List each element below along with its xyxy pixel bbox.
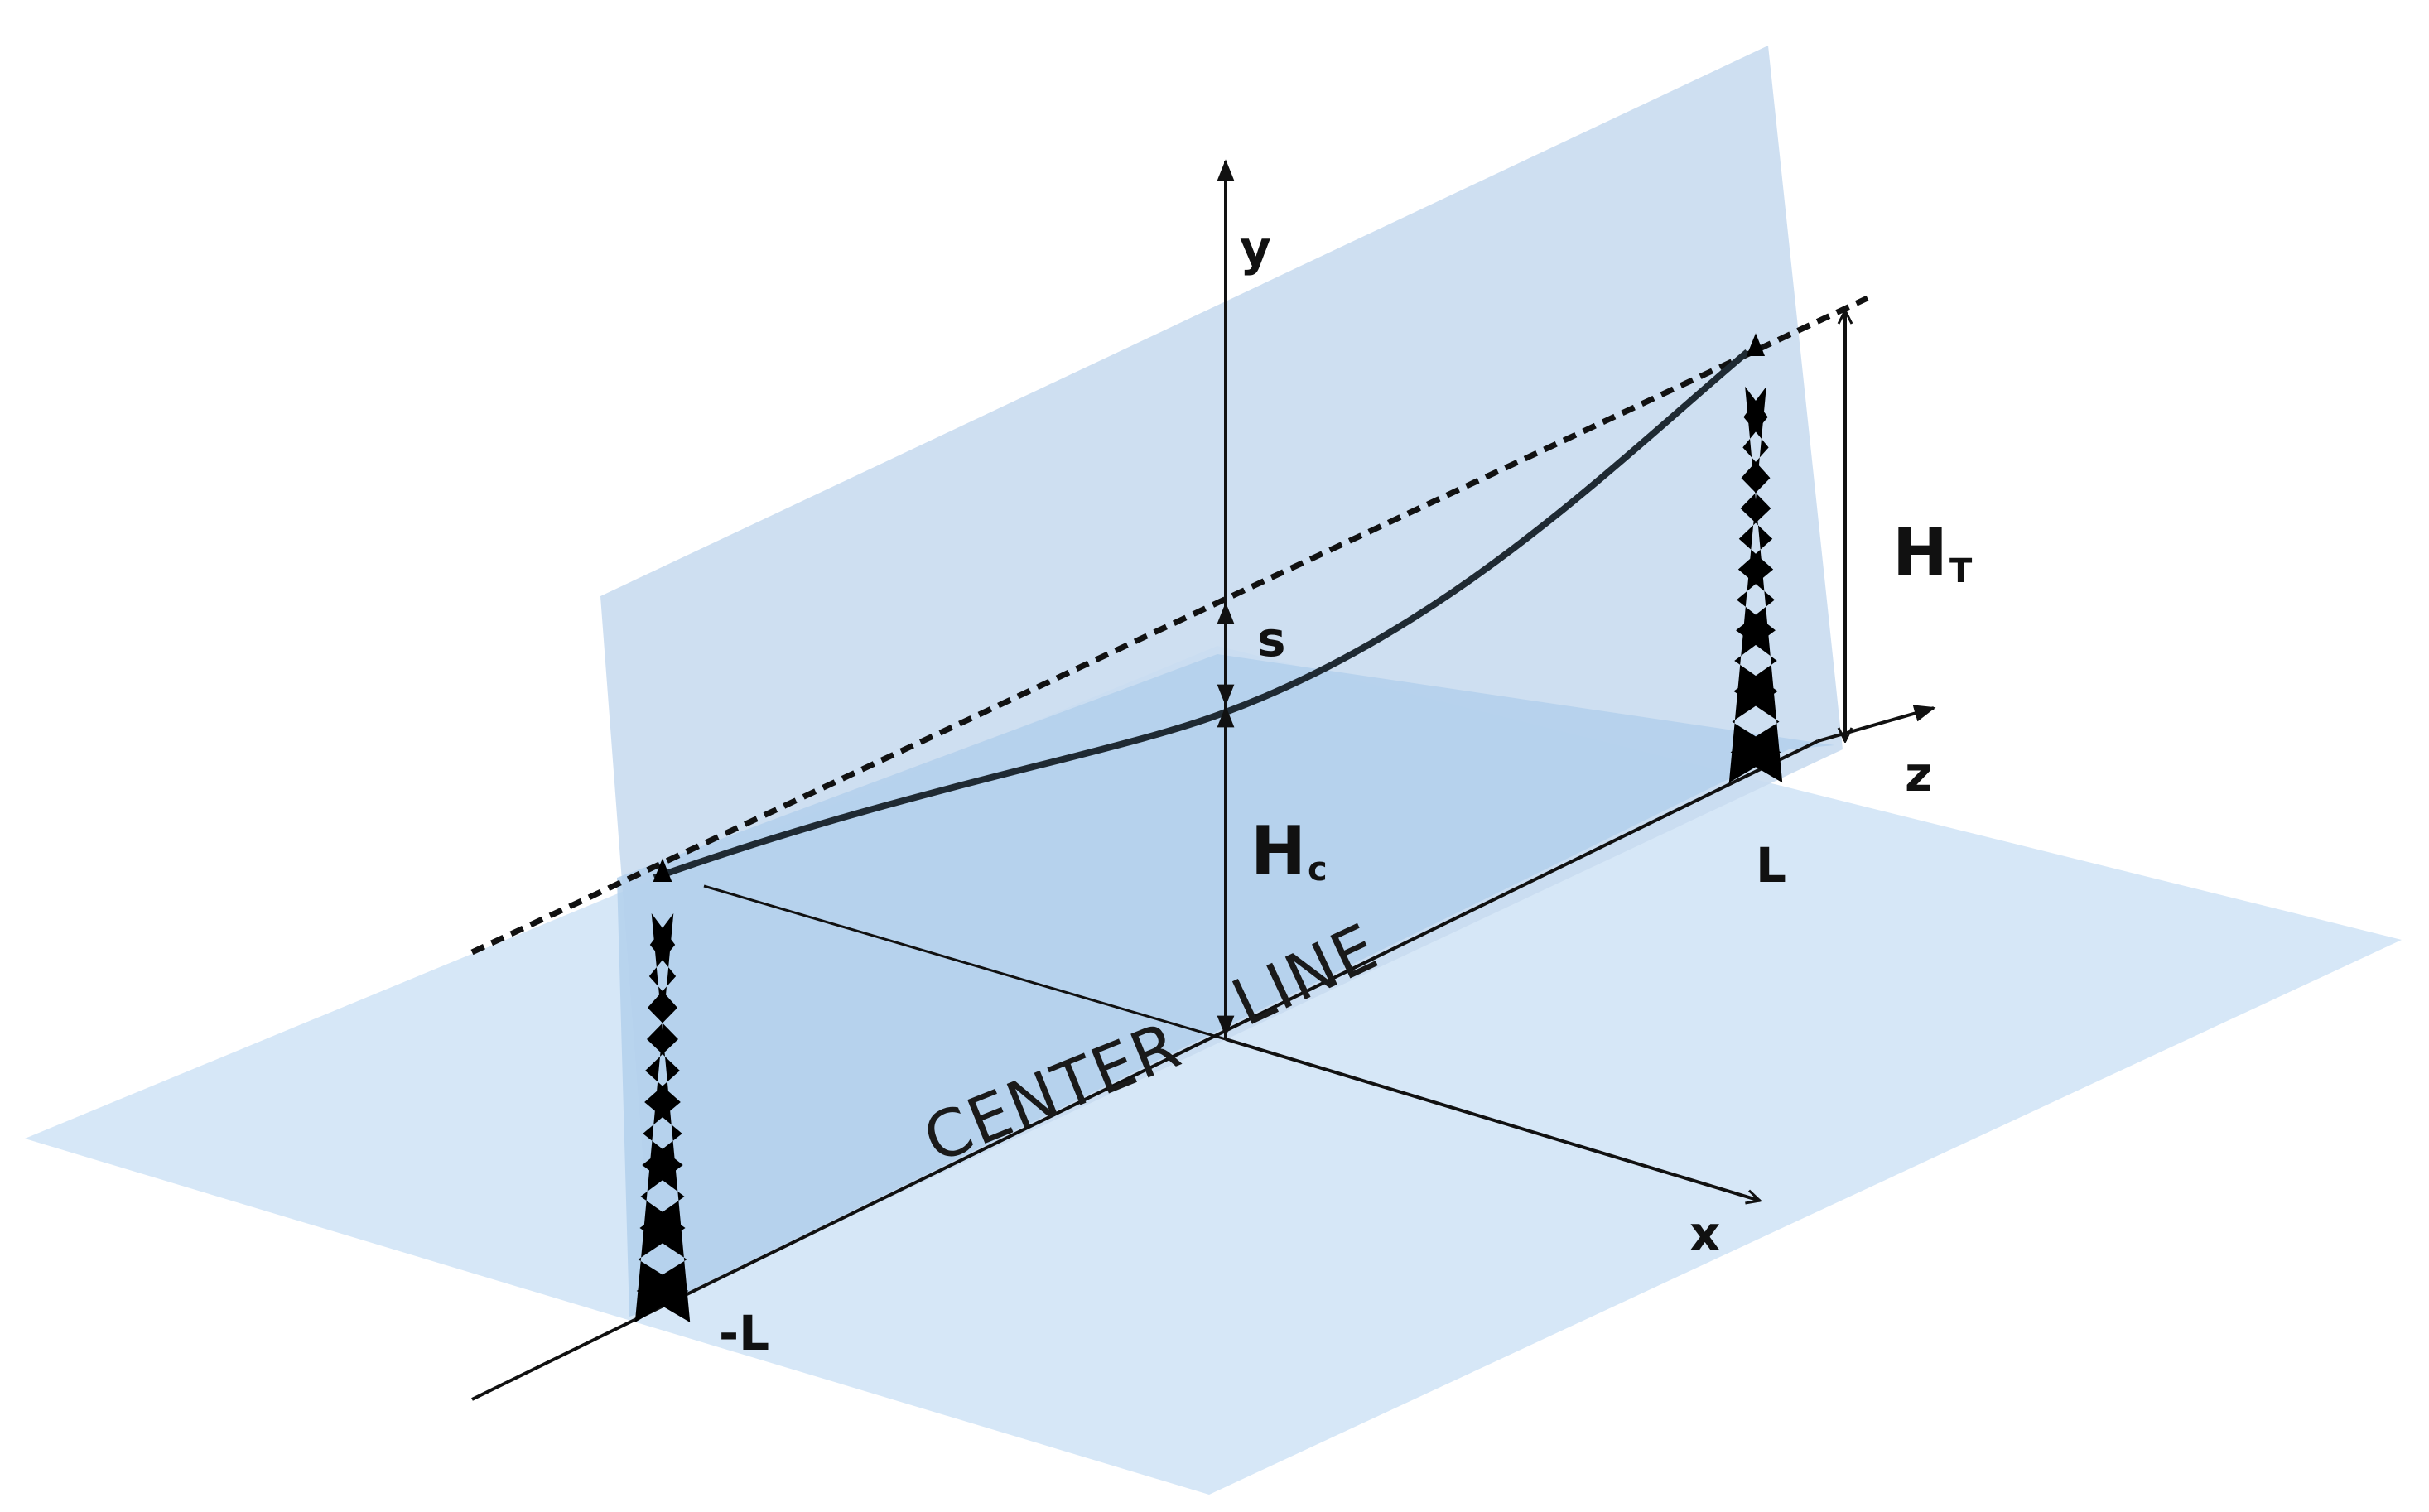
tower-height-label: HT bbox=[1892, 514, 1973, 591]
tower-height-label-sub: T bbox=[1949, 552, 1973, 590]
clearance-label: Hc bbox=[1251, 812, 1328, 889]
x-axis bbox=[1225, 1038, 1760, 1201]
x-axis-label: x bbox=[1689, 1206, 1720, 1262]
clearance-label-main: H bbox=[1251, 812, 1306, 889]
ground-plane bbox=[25, 646, 2402, 1495]
y-axis-label: y bbox=[1240, 220, 1271, 277]
right-end-label: L bbox=[1756, 837, 1786, 893]
clearance-label-sub: c bbox=[1308, 850, 1328, 888]
z-axis bbox=[1817, 705, 1936, 743]
left-end-label: -L bbox=[719, 1305, 769, 1361]
z-axis-label: z bbox=[1905, 746, 1933, 802]
center-line bbox=[471, 739, 1819, 1401]
tower-to-origin-line bbox=[703, 884, 1227, 1041]
tower-height-label-main: H bbox=[1892, 514, 1948, 591]
sag-label: s bbox=[1257, 611, 1286, 667]
